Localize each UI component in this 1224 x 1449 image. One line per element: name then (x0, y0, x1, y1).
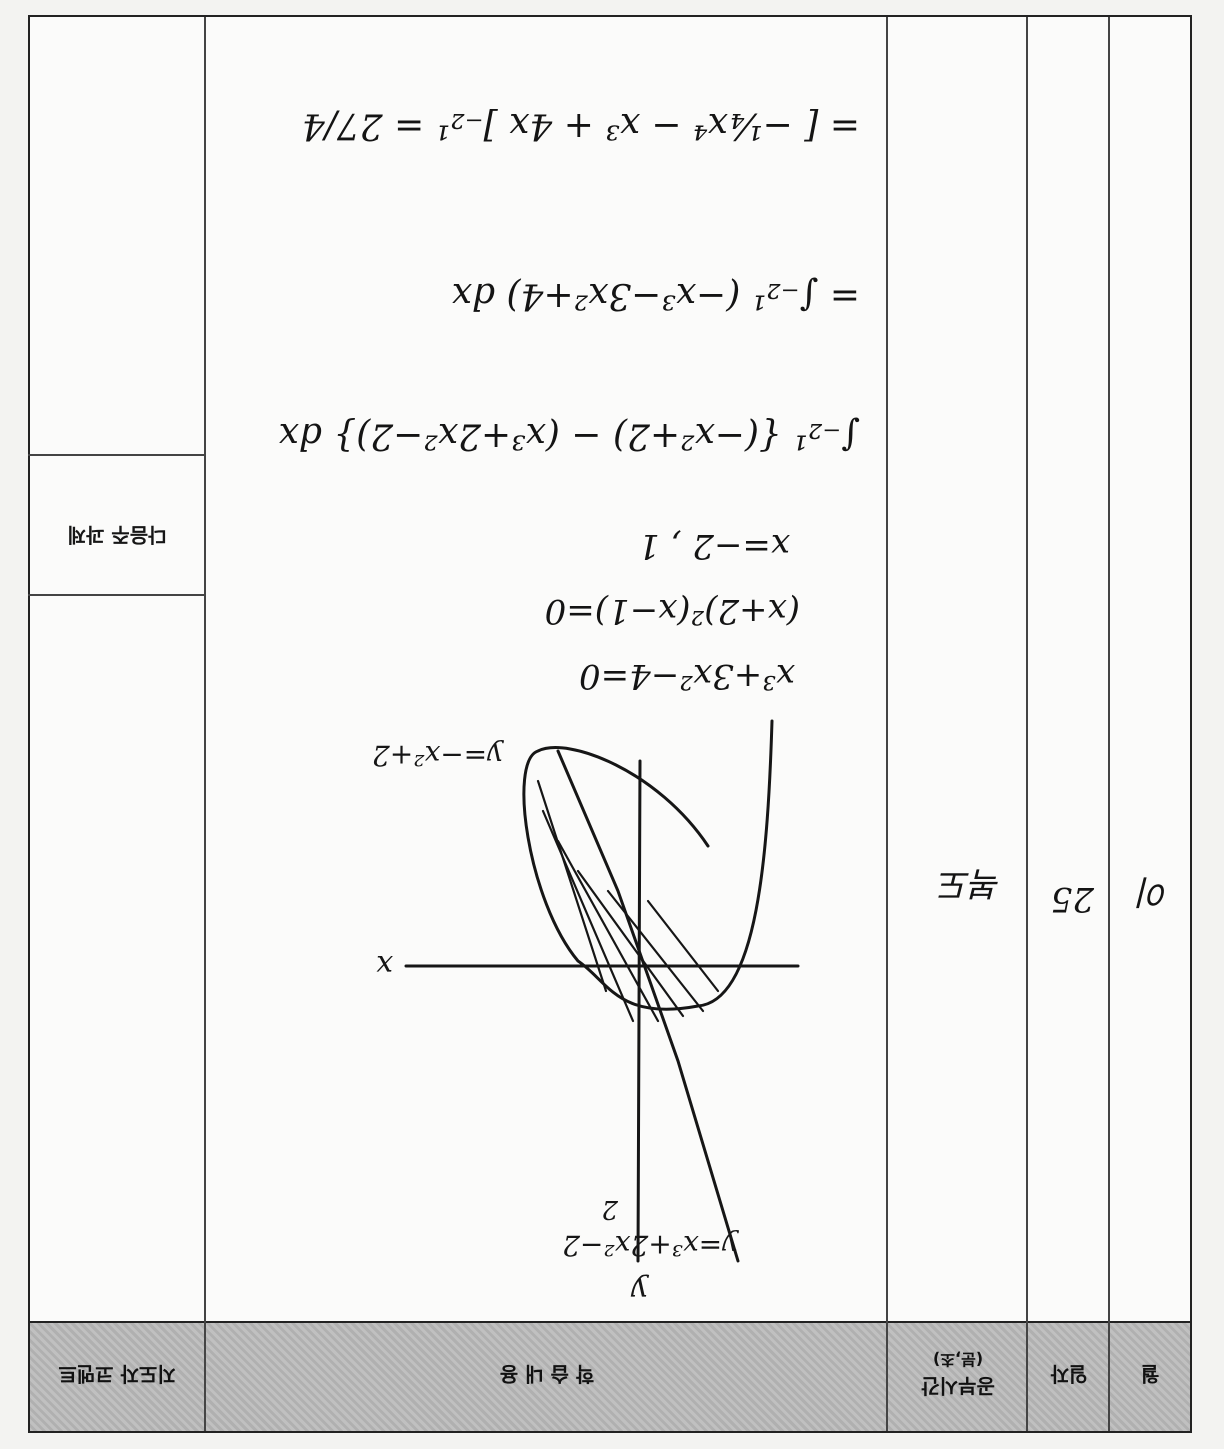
col-divider (1026, 17, 1028, 1431)
header-content: 학 습 내 용 (499, 1362, 595, 1387)
header-time-unit: (분,초) (932, 1350, 984, 1370)
integral-step-2: = ∫₋₂¹ (−x³−3x²+4) dx (451, 275, 860, 316)
header-comment: 지도자 코멘트 (58, 1362, 176, 1387)
cubic-curve (522, 719, 774, 1011)
side-divider (28, 594, 206, 596)
header-time-label: 공부시간 (921, 1374, 995, 1399)
graph-sketch: y x 2 y=x³+2x²−2 y=−x²+2 (372, 719, 800, 1308)
form-frame: 월 일자 공부시간 (분,초) 학 습 내 용 지도자 코멘트 다음주 과제 이… (28, 15, 1192, 1433)
entry-day: 25 (1050, 879, 1094, 919)
col-divider (1108, 17, 1110, 1431)
point-label: 2 (601, 1194, 619, 1224)
cubic-curve-label: y=x³+2x²−2 (562, 1229, 740, 1262)
header-day: 일자 (1050, 1362, 1088, 1387)
axis-x-label: x (376, 948, 393, 983)
entry-month: 이 (1138, 871, 1170, 911)
header-time: 공부시간 (분,초) (888, 1321, 1028, 1431)
integral-step-1: ∫₋₂¹ {(−x²+2) − (x³+2x²−2)} dx (278, 415, 860, 456)
axis-y-label: y (630, 1273, 650, 1308)
next-task-label: 다음주 과제 (67, 523, 167, 547)
equation-factored: (x+2)²(x−1)=0 (544, 591, 800, 631)
equation-roots: x=−2 , 1 (638, 526, 790, 566)
header-month: 월 (1140, 1362, 1160, 1387)
y-axis (636, 759, 642, 1263)
line-curve (556, 749, 740, 1263)
integral-step-3: = [ −¼x⁴ − x³ + 4x ]₋₂¹ = 27/4 (301, 105, 860, 146)
equation-factor: x³+3x²−4=0 (579, 656, 795, 696)
hatch-lines (536, 779, 720, 1023)
side-divider (28, 454, 206, 456)
graph-lines (404, 719, 800, 1263)
line-curve-label: y=−x²+2 (372, 739, 505, 772)
entry-time: 복도 (939, 863, 1002, 903)
